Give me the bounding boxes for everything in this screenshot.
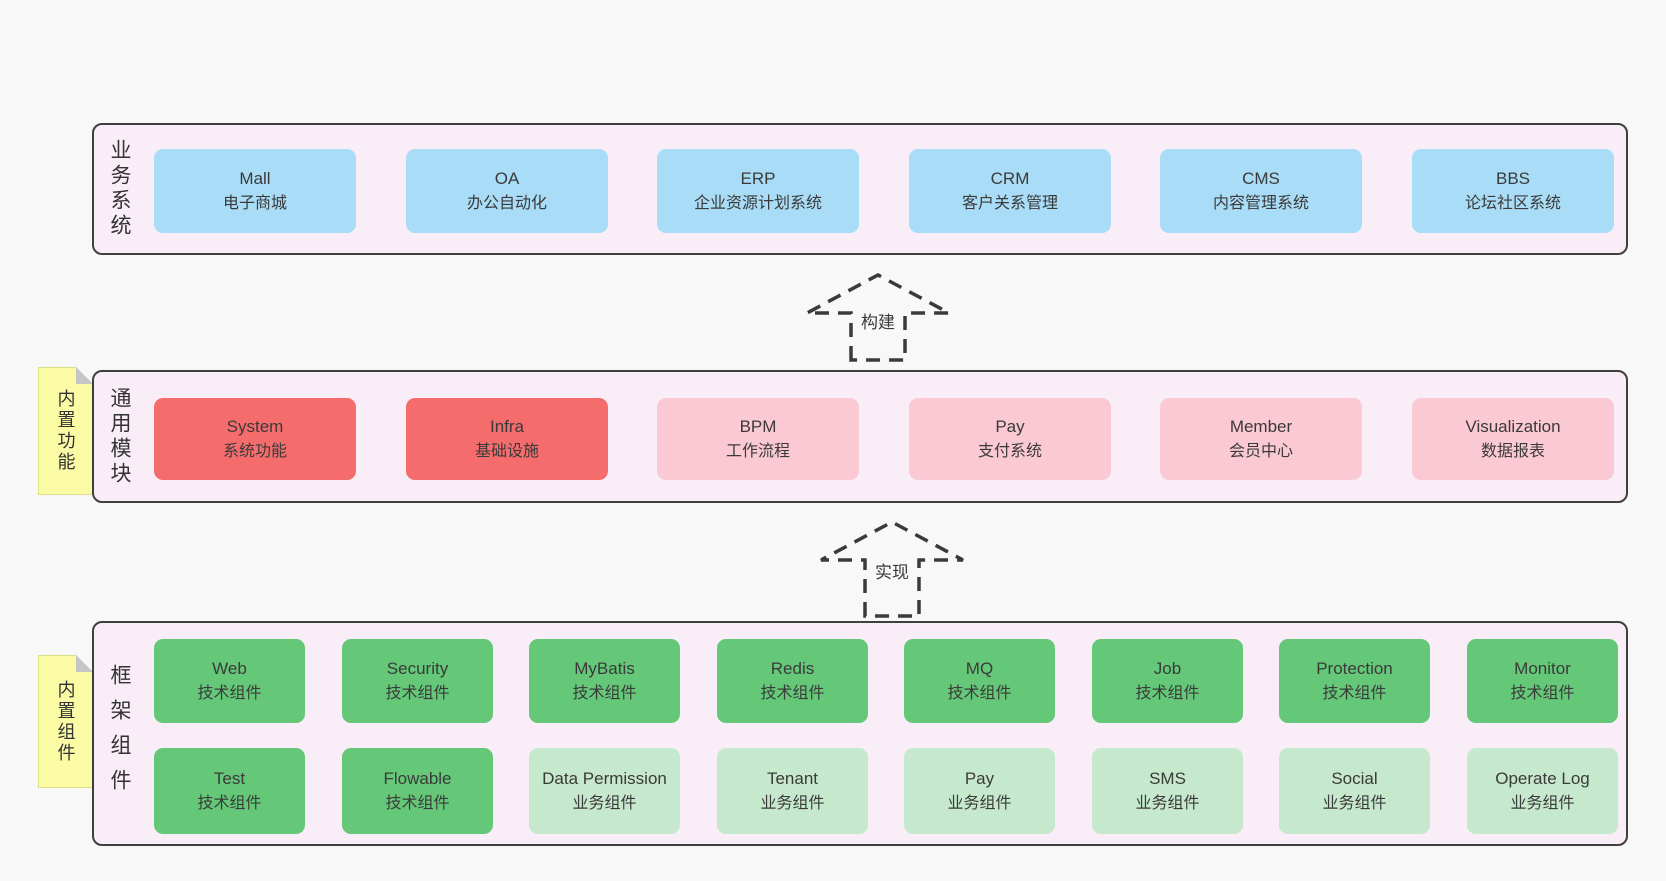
box-subtitle: 数据报表 (1480, 443, 1545, 460)
box-subtitle: 技术组件 (947, 685, 1012, 702)
box-mybatis: MyBatis 技术组件 (529, 639, 680, 723)
box-tenant: Tenant 业务组件 (717, 748, 868, 834)
box-subtitle: 办公自动化 (466, 195, 547, 212)
panel-business-label: 业务系统 (108, 139, 131, 239)
box-subtitle: 技术组件 (197, 685, 262, 702)
box-subtitle: 业务组件 (1322, 795, 1387, 812)
box-subtitle: 业务组件 (1135, 795, 1200, 812)
box-subtitle: 业务组件 (572, 795, 637, 812)
box-title: SMS (1149, 769, 1186, 788)
box-title: Job (1153, 659, 1182, 678)
box-sms: SMS 业务组件 (1092, 748, 1243, 834)
box-subtitle: 技术组件 (760, 685, 825, 702)
panel-common-modules: 通用模块 System 系统功能 Infra 基础设施 BPM 工作流程 Pay… (92, 370, 1628, 503)
box-monitor: Monitor 技术组件 (1467, 639, 1618, 723)
box-infra: Infra 基础设施 (406, 398, 608, 480)
box-title: Infra (489, 417, 525, 436)
box-title: Flowable (383, 769, 452, 788)
box-title: MQ (965, 659, 994, 678)
box-title: Visualization (1465, 417, 1561, 436)
panel-modules-label: 通用模块 (108, 386, 131, 487)
box-subtitle: 会员中心 (1228, 443, 1293, 460)
implement-arrow-label: 实现 (871, 556, 913, 585)
box-test: Test 技术组件 (154, 748, 305, 834)
box-redis: Redis 技术组件 (717, 639, 868, 723)
box-subtitle: 技术组件 (1135, 685, 1200, 702)
build-arrow-label: 构建 (857, 306, 899, 335)
box-visualization: Visualization 数据报表 (1412, 398, 1614, 480)
box-subtitle: 企业资源计划系统 (693, 195, 822, 212)
sticky-note-builtin-components: 内置组件 (38, 655, 93, 788)
box-subtitle: 业务组件 (947, 795, 1012, 812)
box-title: Pay (964, 769, 995, 788)
box-title: ERP (740, 169, 776, 188)
box-mq: MQ 技术组件 (904, 639, 1055, 723)
box-subtitle: 支付系统 (977, 443, 1042, 460)
box-bpm: BPM 工作流程 (657, 398, 859, 480)
box-member: Member 会员中心 (1160, 398, 1362, 480)
box-subtitle: 基础设施 (474, 443, 539, 460)
box-pay-system: Pay 支付系统 (909, 398, 1111, 480)
box-protection: Protection 技术组件 (1279, 639, 1430, 723)
box-subtitle: 电子商城 (222, 195, 287, 212)
box-title: CMS (1242, 169, 1280, 188)
box-subtitle: 工作流程 (725, 443, 790, 460)
note-text: 内置组件 (55, 679, 76, 764)
box-title: MyBatis (574, 659, 635, 678)
box-title: System (226, 417, 284, 436)
box-title: CRM (990, 169, 1030, 188)
box-title: OA (494, 169, 520, 188)
box-security: Security 技术组件 (342, 639, 493, 723)
box-subtitle: 业务组件 (1510, 795, 1575, 812)
panel-framework-components: 框架组件 Web 技术组件 Security 技术组件 MyBatis 技术组件… (92, 621, 1628, 846)
box-pay-component: Pay 业务组件 (904, 748, 1055, 834)
box-web: Web 技术组件 (154, 639, 305, 723)
box-subtitle: 系统功能 (222, 443, 287, 460)
build-arrow-icon (806, 273, 950, 362)
box-title: Data Permission (542, 769, 667, 788)
box-subtitle: 技术组件 (197, 795, 262, 812)
box-title: Web (212, 659, 247, 678)
sticky-note-builtin-features: 内置功能 (38, 367, 93, 495)
box-erp: ERP 企业资源计划系统 (657, 149, 859, 233)
box-title: Protection (1316, 659, 1393, 678)
box-title: Mall (239, 169, 271, 188)
box-system: System 系统功能 (154, 398, 356, 480)
box-subtitle: 技术组件 (1510, 685, 1575, 702)
box-cms: CMS 内容管理系统 (1160, 149, 1362, 233)
panel-components-label: 框架组件 (108, 663, 131, 804)
box-social: Social 业务组件 (1279, 748, 1430, 834)
box-title: Tenant (766, 769, 819, 788)
box-subtitle: 技术组件 (385, 795, 450, 812)
box-job: Job 技术组件 (1092, 639, 1243, 723)
box-subtitle: 客户关系管理 (961, 195, 1058, 212)
box-title: Pay (995, 417, 1025, 436)
panel-business-systems: 业务系统 Mall 电子商城 OA 办公自动化 ERP 企业资源计划系统 CRM… (92, 123, 1628, 255)
box-subtitle: 论坛社区系统 (1464, 195, 1561, 212)
box-title: Test (213, 769, 246, 788)
box-title: Monitor (1514, 659, 1571, 678)
box-mall: Mall 电子商城 (154, 149, 356, 233)
box-title: Operate Log (1495, 769, 1590, 788)
box-title: BBS (1495, 169, 1531, 188)
box-bbs: BBS 论坛社区系统 (1412, 149, 1614, 233)
box-operate-log: Operate Log 业务组件 (1467, 748, 1618, 834)
box-subtitle: 内容管理系统 (1212, 195, 1309, 212)
note-text: 内置功能 (55, 389, 76, 473)
box-subtitle: 业务组件 (760, 795, 825, 812)
box-subtitle: 技术组件 (385, 685, 450, 702)
box-title: Social (1331, 769, 1378, 788)
box-oa: OA 办公自动化 (406, 149, 608, 233)
box-crm: CRM 客户关系管理 (909, 149, 1111, 233)
box-subtitle: 技术组件 (572, 685, 637, 702)
box-title: BPM (739, 417, 777, 436)
box-title: Member (1229, 417, 1293, 436)
box-title: Security (386, 659, 449, 678)
box-subtitle: 技术组件 (1322, 685, 1387, 702)
box-data-permission: Data Permission 业务组件 (529, 748, 680, 834)
box-flowable: Flowable 技术组件 (342, 748, 493, 834)
box-title: Redis (770, 659, 815, 678)
implement-arrow-icon (820, 520, 964, 618)
